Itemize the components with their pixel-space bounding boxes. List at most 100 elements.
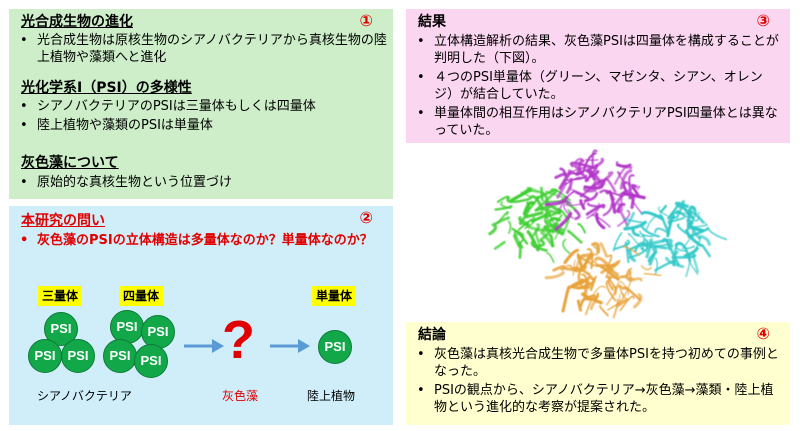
ribbon-segment [591, 259, 602, 269]
ribbon-segment [643, 273, 662, 276]
ribbon-segment [587, 170, 600, 177]
ribbon-segment [519, 187, 532, 196]
trimer-label: 三量体 [38, 286, 83, 306]
ribbon-segment [554, 172, 568, 179]
ribbon-segment [494, 205, 513, 211]
ribbon-segment [678, 204, 695, 221]
ribbon-segment [617, 208, 629, 227]
psi-trimer-unit: PSI [61, 339, 95, 373]
ribbon-segment [640, 210, 664, 221]
ribbon-segment [607, 277, 614, 291]
ribbon-segment [640, 265, 653, 271]
ribbon-segment [617, 209, 631, 227]
ribbon-segment [539, 225, 556, 242]
psi-tetramer-unit: PSI [134, 344, 168, 378]
ribbon-segment [586, 275, 593, 288]
ribbon-segment [577, 223, 586, 234]
section-heading: 灰色藻について [21, 155, 119, 171]
ribbon-segment [612, 298, 619, 319]
ribbon-segment [530, 211, 551, 223]
ribbon-segment [648, 243, 673, 249]
panel-number: ③ [756, 11, 770, 30]
ribbon-segment [672, 242, 682, 259]
ribbon-segment [605, 280, 617, 302]
ribbon-segment [529, 195, 544, 210]
ribbon-segment [564, 176, 584, 186]
ribbon-segment [536, 188, 558, 200]
ribbon-segment [631, 227, 641, 237]
ribbon-segment [629, 277, 643, 282]
ribbon-segment [524, 211, 544, 219]
ribbon-segment [628, 174, 635, 194]
list-item: シアノバクテリアのPSIは三量体もしくは四量体 [17, 98, 387, 115]
ribbon-segment [577, 256, 595, 267]
ribbon-segment [555, 207, 568, 219]
ribbon-segment [580, 294, 597, 303]
ribbon-segment [583, 192, 599, 202]
ribbon-segment [613, 284, 625, 295]
ribbon-segment [553, 214, 563, 226]
ribbon-segment [700, 243, 711, 258]
ribbon-segment [563, 174, 588, 182]
ribbon-segment [622, 192, 646, 200]
ribbon-segment [585, 203, 606, 216]
section-heading: 結果 [418, 14, 446, 30]
ribbon-segment [532, 239, 546, 248]
section-heading: 光化学系I（PSI）の多様性 [21, 80, 192, 96]
ribbon-segment [639, 230, 654, 238]
ribbon-segment [674, 201, 689, 208]
ribbon-segment [507, 220, 512, 234]
cyan-monomer [612, 200, 728, 278]
orange-monomer [544, 242, 662, 319]
psi-trimer-unit: PSI [28, 339, 62, 373]
ribbon-segment [558, 189, 576, 205]
section-heading: 光合成生物の進化 [21, 14, 133, 30]
ribbon-segment [544, 271, 565, 280]
ribbon-segment [674, 211, 697, 215]
ribbon-segment [577, 277, 596, 290]
ribbon-segment [518, 241, 522, 260]
bullet-list: 灰色藻のPSIの立体構造は多量体なのか？単量体なのか？ [17, 232, 382, 251]
land-plant-label: 陸上植物 [307, 389, 356, 403]
ribbon-segment [599, 242, 609, 258]
ribbon-segment [568, 186, 585, 196]
ribbon-segment [512, 234, 521, 248]
list-item: 灰色藻のPSIの立体構造は多量体なのか？単量体なのか？ [17, 232, 382, 249]
ribbon-segment [572, 170, 585, 176]
ribbon-segment [584, 295, 595, 316]
magenta-monomer [544, 149, 646, 231]
monomer-label: 単量体 [312, 286, 357, 306]
arrow-right-icon [270, 339, 310, 353]
ribbon-segment [567, 229, 583, 244]
ribbon-segment [697, 212, 708, 226]
ribbon-segment [574, 190, 590, 200]
ribbon-segment [546, 252, 555, 263]
ribbon-segment [645, 214, 658, 231]
ribbon-segment [591, 214, 611, 228]
ribbon-segment [519, 222, 531, 228]
ribbon-segment [619, 295, 635, 312]
ribbon-segment [562, 238, 571, 255]
ribbon-segment [532, 223, 541, 237]
ribbon-segment [592, 285, 606, 296]
ribbon-segment [623, 220, 647, 231]
section-heading: 結論 [418, 327, 446, 343]
bullet-list: 灰色藻は真核光合成生物で多量体PSIを持つ初めての事例となった。 PSIの観点か… [414, 346, 782, 418]
ribbon-segment [608, 190, 617, 214]
ribbon-segment [563, 248, 580, 265]
ribbon-segment [574, 208, 581, 221]
ribbon-segment [647, 250, 658, 263]
ribbon-segment [699, 234, 712, 246]
list-item: 単量体間の相互作用はシアノバクテリアPSI四量体とは異なっていた。 [414, 105, 782, 139]
ribbon-segment [586, 203, 601, 219]
conclusion-panel: ④ 結論 灰色藻は真核光合成生物で多量体PSIを持つ初めての事例となった。 PS… [406, 322, 790, 425]
ribbon-segment [563, 203, 574, 219]
ribbon-segment [549, 217, 561, 222]
ribbon-segment [493, 240, 506, 250]
ribbon-segment [661, 237, 671, 251]
panel-number: ② [359, 208, 373, 227]
bullet-list: 立体構造解析の結果、灰色藻PSIは四量体を構成することが判明した（下図）。 ４つ… [414, 33, 782, 141]
ribbon-segment [540, 208, 561, 215]
ribbon-segment [511, 227, 529, 245]
ribbon-segment [566, 264, 578, 273]
